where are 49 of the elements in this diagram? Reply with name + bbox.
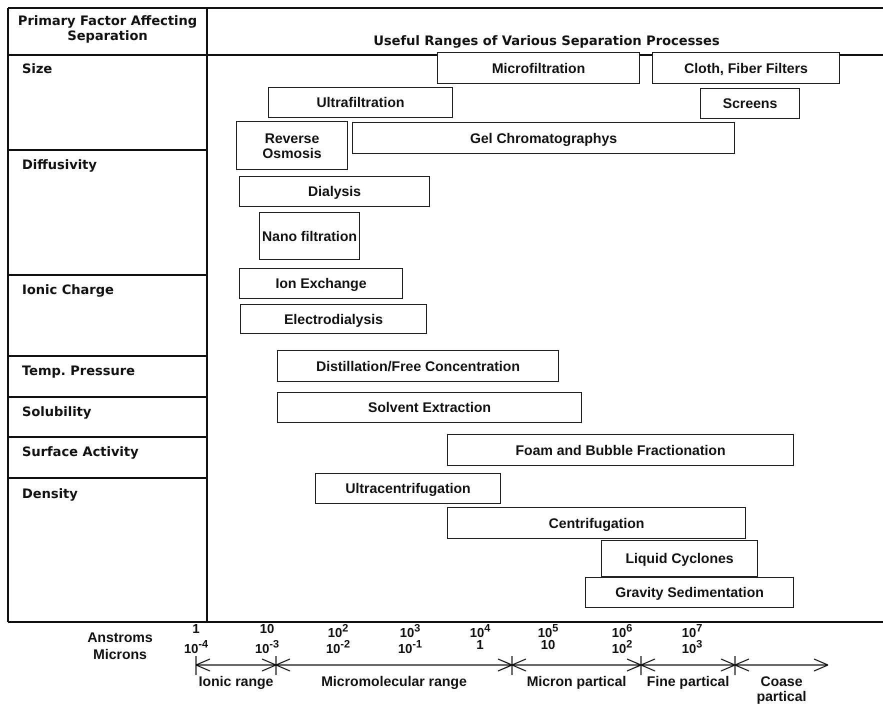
header-cell-text: Useful Ranges of Various Separation Processes	[372, 34, 721, 49]
process-range-box: Ultrafiltration	[268, 87, 453, 118]
tick-label: 10$^{-4}$	[182, 638, 210, 656]
tick-label: 1	[476, 638, 485, 652]
factor-label: Size	[22, 62, 54, 77]
header-cell-text: Primary Factor Affecting Separation	[16, 14, 198, 44]
process-range-box: Screens	[700, 88, 800, 119]
process-range-box: Cloth, Fiber Filters	[652, 52, 840, 84]
factor-label: Diffusivity	[22, 158, 98, 173]
tick-label: 10$^{-1}$	[396, 638, 424, 656]
axis-title: Anstroms	[86, 630, 154, 644]
process-range-box: Nano filtration	[259, 212, 360, 260]
process-range-box: Centrifugation	[447, 507, 746, 539]
process-range-box: Liquid Cyclones	[601, 540, 758, 577]
tick-label: 10$^{5}$	[536, 622, 560, 640]
process-range-box: Gel Chromatographys	[352, 122, 735, 154]
tick-label: 10$^{-3}$	[254, 638, 280, 656]
process-range-box: Ultracentrifugation	[315, 473, 501, 504]
range-label: Micron partical	[526, 674, 628, 689]
tick-label: 10$^{7}$	[680, 622, 704, 640]
process-range-box: Electrodialysis	[240, 304, 427, 334]
range-label: Micromolecular range	[320, 674, 468, 689]
factor-label: Surface Activity	[22, 445, 140, 460]
factor-label: Density	[22, 487, 79, 502]
tick-label: 10$^{2}$	[610, 638, 634, 656]
factor-label: Ionic Charge	[22, 283, 115, 298]
process-range-box: Gravity Sedimentation	[585, 577, 794, 608]
factor-label: Solubility	[22, 405, 92, 420]
range-label: Coase partical	[756, 674, 808, 704]
process-range-box: Ion Exchange	[239, 268, 403, 299]
axis-title: Microns	[92, 647, 148, 661]
process-range-box: Reverse Osmosis	[236, 121, 348, 170]
tick-label: 10$^{3}$	[680, 638, 704, 656]
process-range-box: Distillation/Free Concentration	[277, 350, 559, 382]
tick-label: 10	[258, 622, 276, 636]
range-label: Fine partical	[646, 674, 730, 689]
tick-label: 10$^{3}$	[398, 622, 420, 640]
factor-label: Temp. Pressure	[22, 364, 136, 379]
tick-label: 10$^{6}$	[610, 622, 634, 640]
tick-label: 10	[540, 638, 556, 652]
tick-label: 10$^{-2}$	[324, 638, 352, 656]
process-range-box: Microfiltration	[437, 52, 640, 84]
process-range-box: Dialysis	[239, 176, 430, 207]
process-range-box: Solvent Extraction	[277, 392, 582, 423]
range-label: Ionic range	[198, 674, 274, 689]
tick-label: 1	[191, 622, 201, 636]
tick-label: 10$^{2}$	[326, 622, 348, 640]
tick-label: 10$^{4}$	[468, 622, 492, 640]
process-range-box: Foam and Bubble Fractionation	[447, 434, 794, 466]
